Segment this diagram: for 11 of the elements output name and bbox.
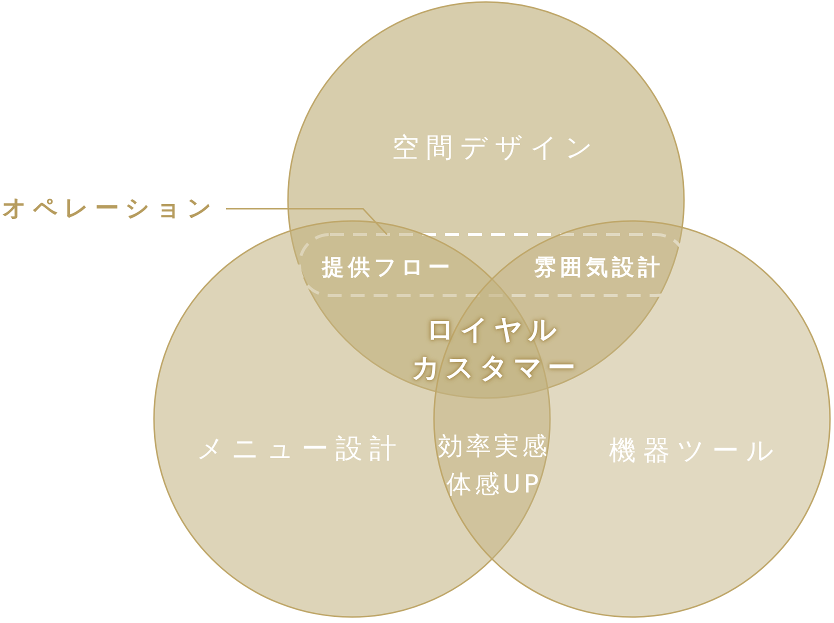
callout-label: オペレーション bbox=[2, 195, 218, 223]
leader-line bbox=[226, 208, 388, 236]
category-label: メニュー設計 bbox=[196, 433, 404, 465]
subcategory-label: 提供フロー bbox=[322, 255, 454, 281]
overlap-label: カスタマー bbox=[412, 352, 580, 384]
category-label: 機器ツール bbox=[609, 435, 781, 467]
overlap-label: ロイヤル bbox=[426, 314, 562, 346]
overlap-label: 効率実感 bbox=[438, 432, 550, 462]
category-label: 空間デザイン bbox=[392, 132, 600, 164]
overlap-label: 体感UP bbox=[446, 470, 542, 500]
subcategory-label: 雰囲気設計 bbox=[534, 255, 664, 281]
